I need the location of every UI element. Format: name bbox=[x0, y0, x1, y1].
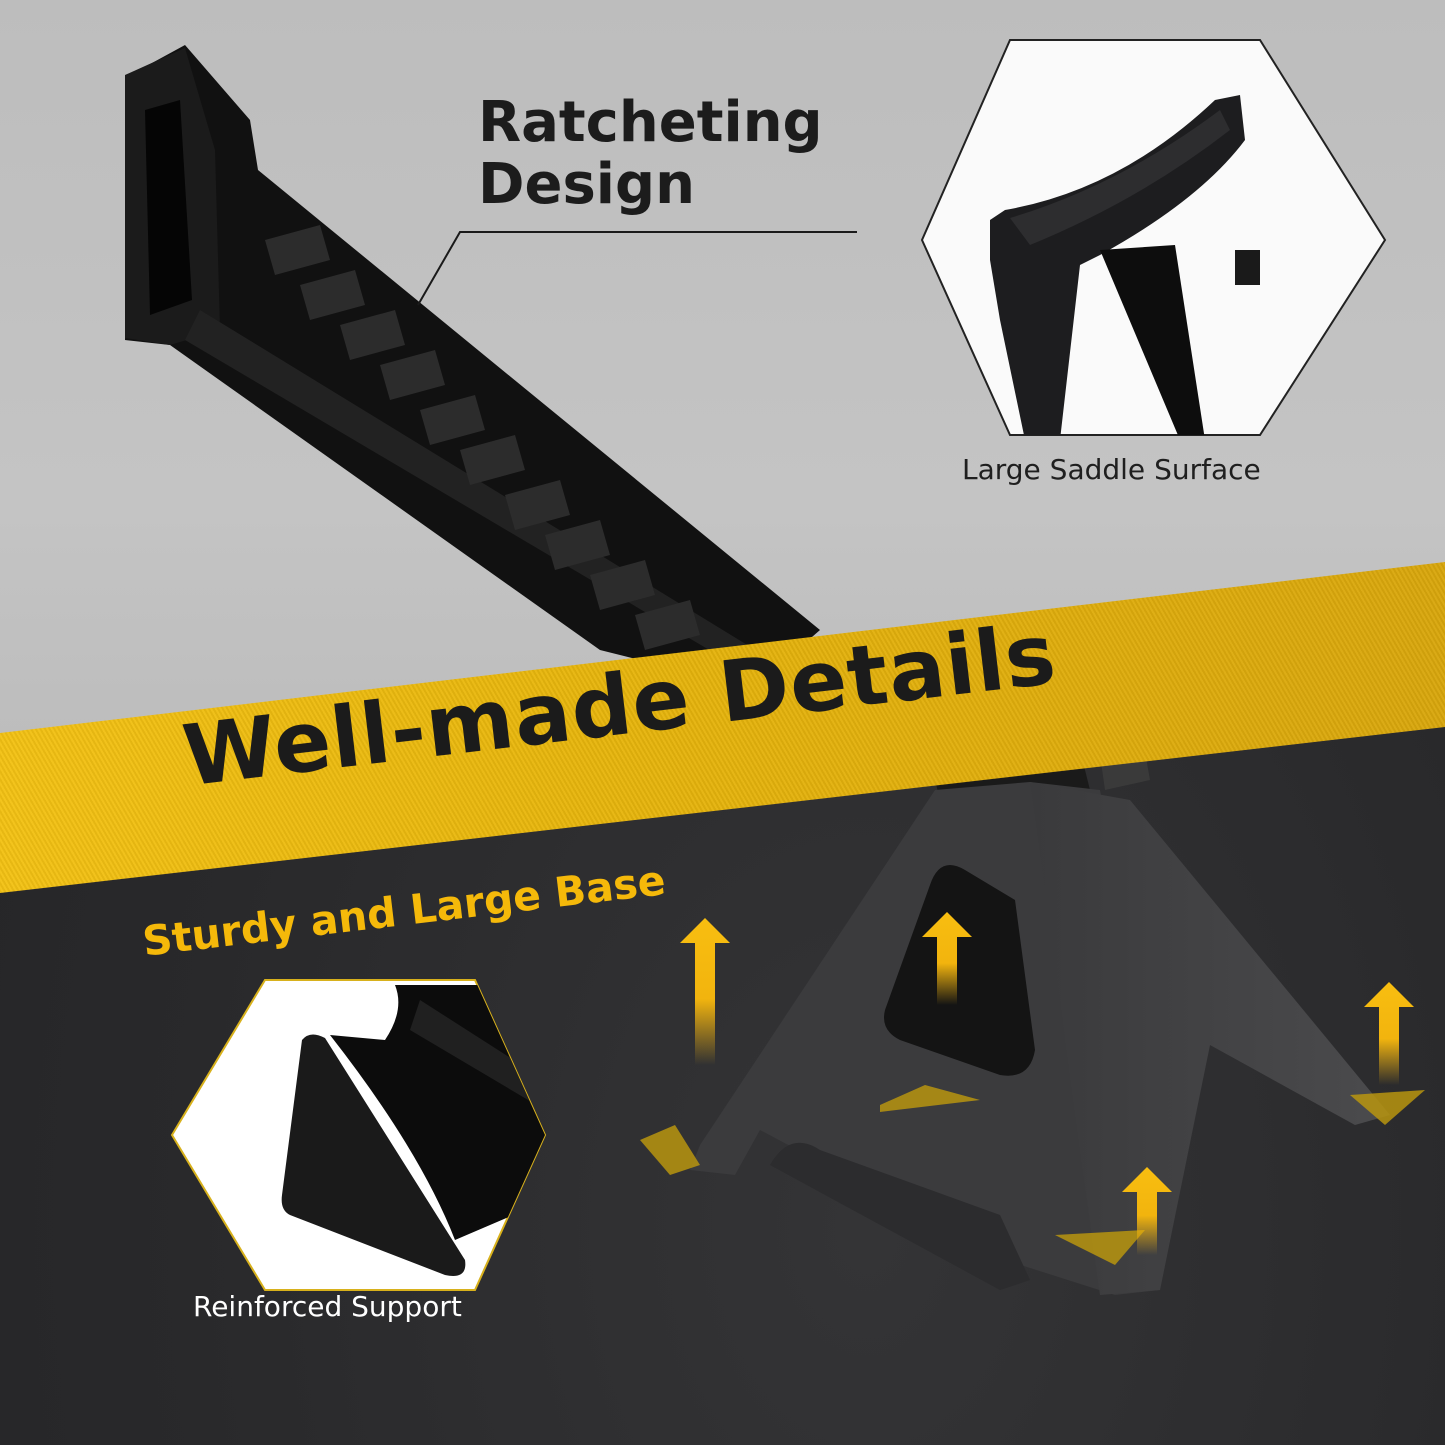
up-arrow-icon bbox=[680, 918, 730, 1065]
up-arrow-icon bbox=[922, 912, 972, 1005]
jack-stand-image bbox=[690, 742, 1390, 1295]
saddle-hexagon bbox=[920, 39, 1387, 436]
support-caption: Reinforced Support bbox=[193, 1290, 462, 1323]
title-line-2: Design bbox=[478, 152, 695, 217]
up-arrow-icon bbox=[1364, 982, 1414, 1085]
ratcheting-design-title: Ratcheting Design bbox=[478, 92, 823, 216]
support-hexagon bbox=[170, 979, 547, 1291]
title-line-1: Ratcheting bbox=[478, 90, 823, 155]
callout-line bbox=[417, 231, 857, 306]
saddle-caption: Large Saddle Surface bbox=[962, 453, 1261, 486]
foot-pads bbox=[640, 1085, 1425, 1265]
up-arrow-icon bbox=[1122, 1167, 1172, 1255]
